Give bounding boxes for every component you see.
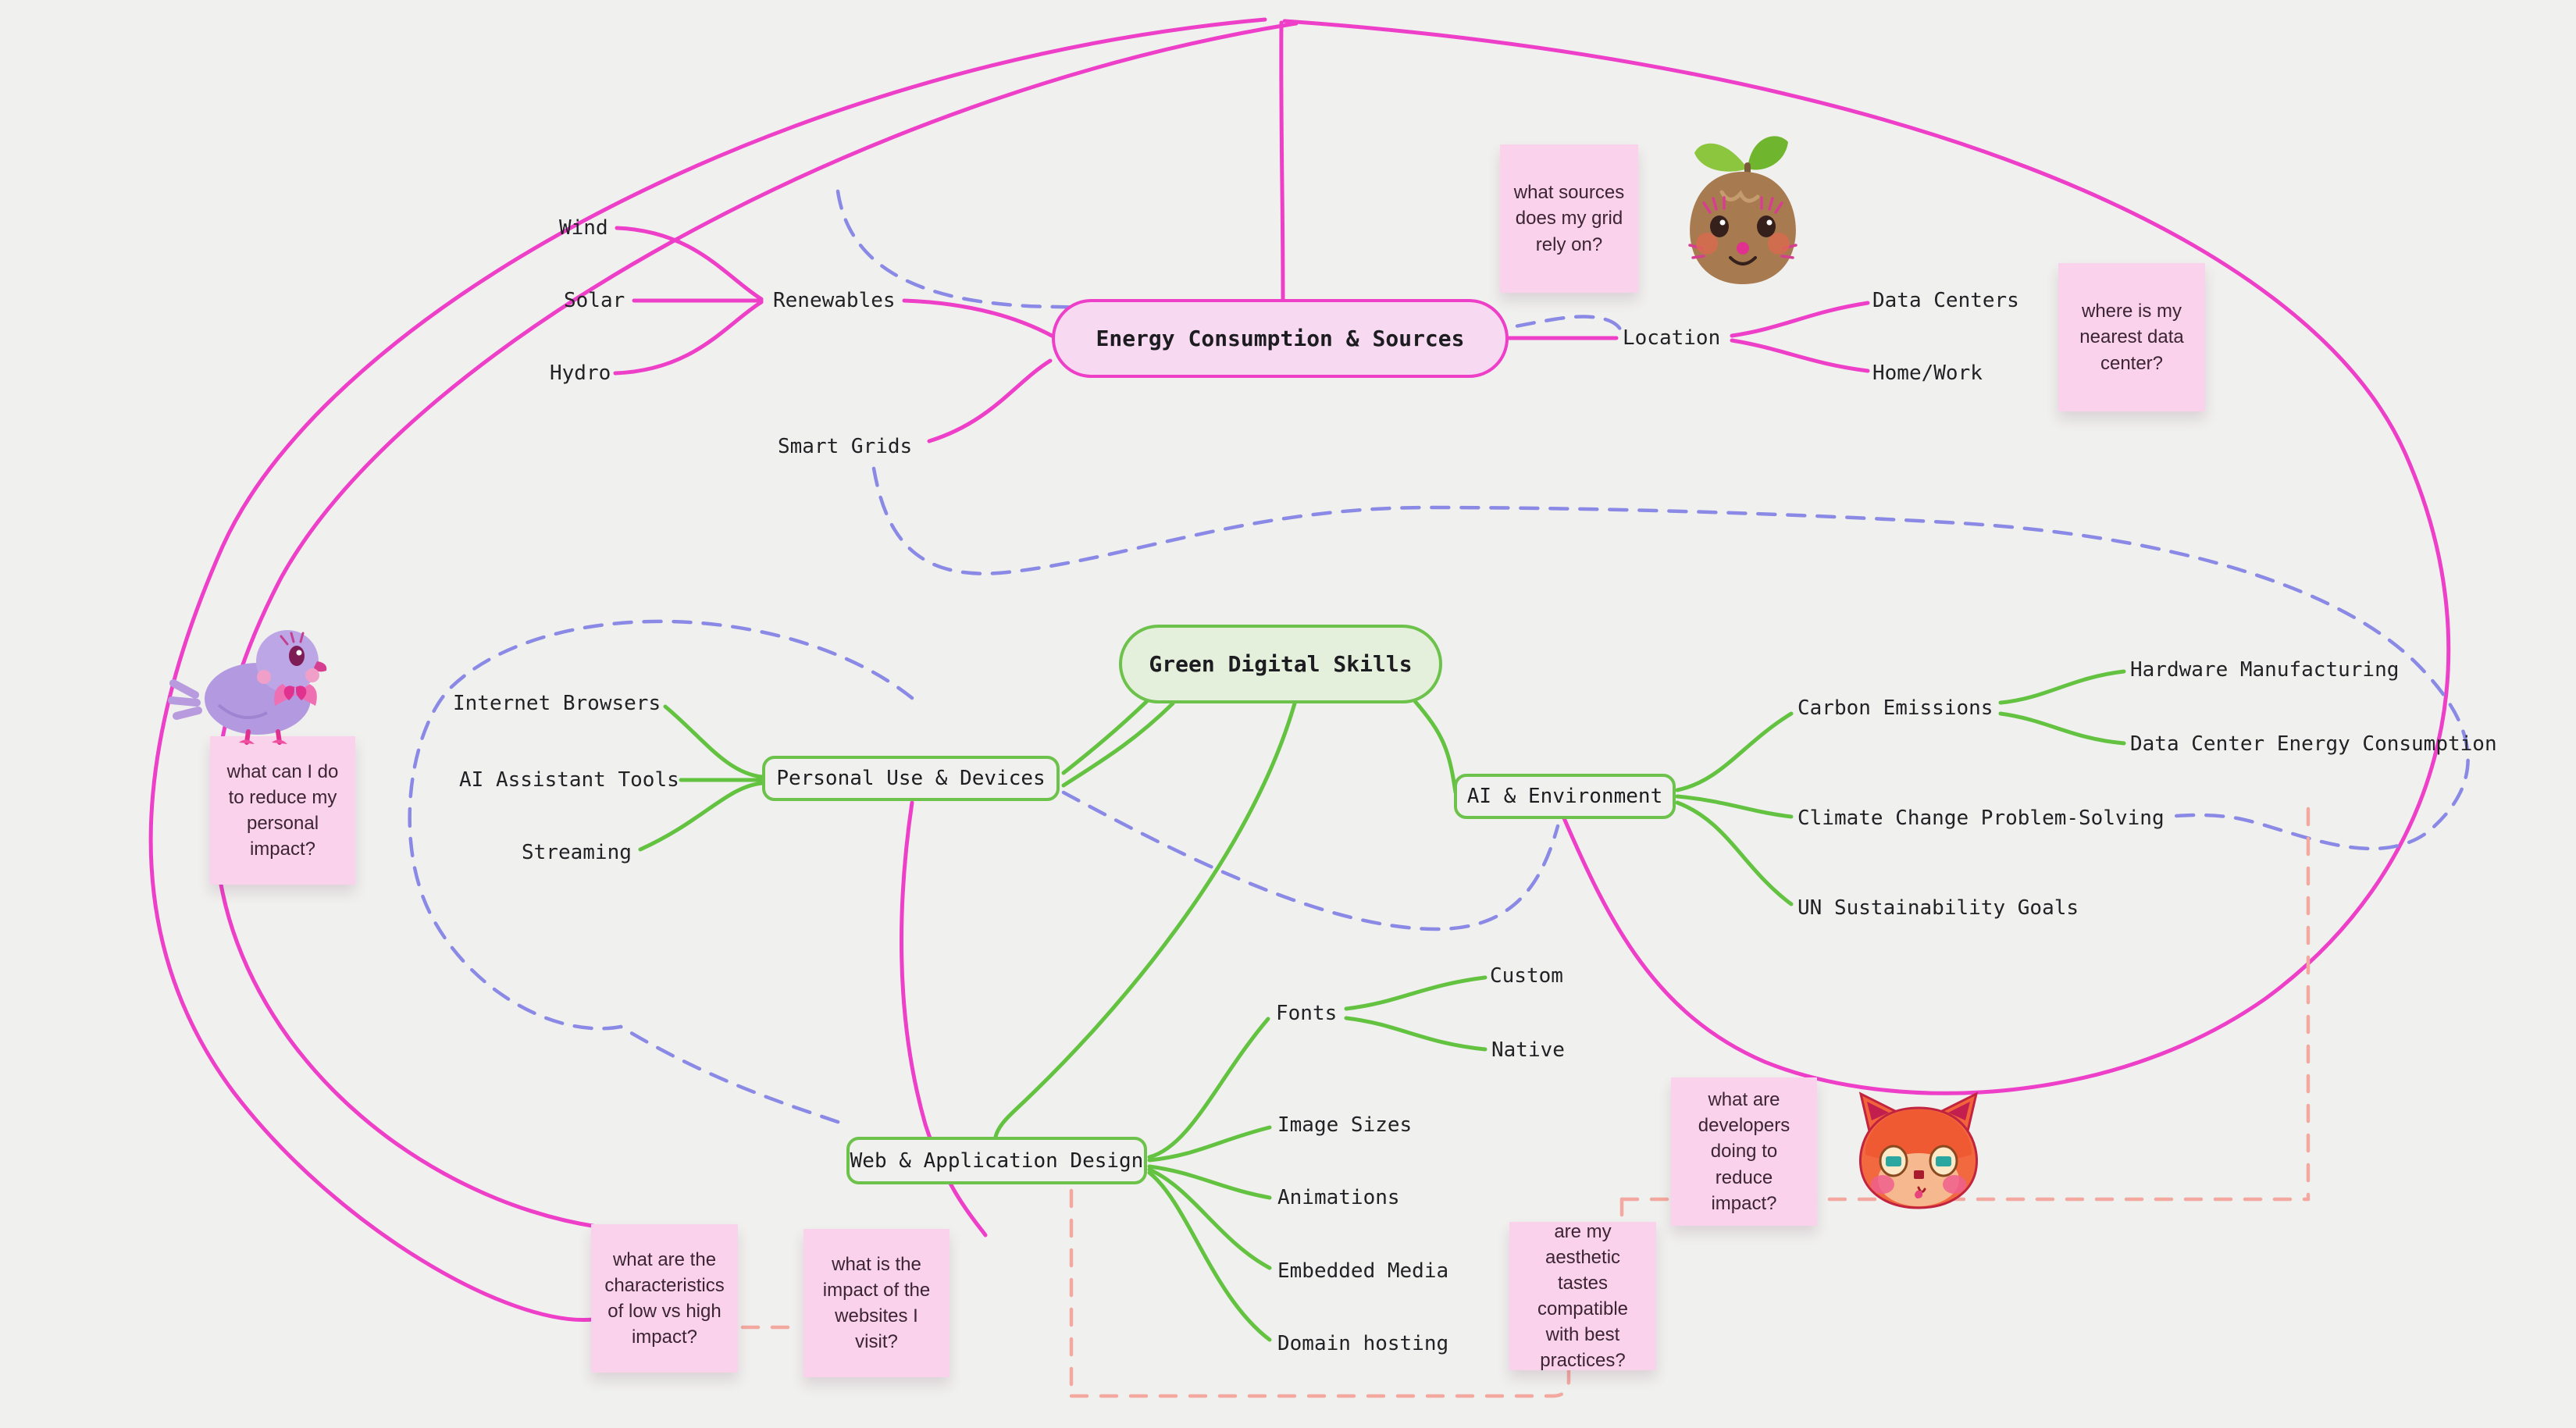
connector-web-imagesizes xyxy=(1147,1125,1272,1163)
connector-web-animations xyxy=(1147,1164,1272,1200)
connector-renewables-energy xyxy=(902,298,1054,338)
sticky-low-vs-high-text: what are the characteristics of low vs h… xyxy=(604,1248,725,1348)
connector-root-personal-b xyxy=(1061,701,1175,788)
label-image-sizes[interactable]: Image Sizes xyxy=(1277,1113,1413,1137)
node-green-digital-skills[interactable]: Green Digital Skills xyxy=(1119,625,1442,703)
connector-personal-streaming xyxy=(638,781,764,852)
label-solar[interactable]: Solar xyxy=(564,289,625,312)
label-streaming[interactable]: Streaming xyxy=(522,841,632,864)
sticky-websites-visit[interactable]: what is the impact of the websites I vis… xyxy=(803,1229,950,1377)
connector-root-aienv xyxy=(1413,699,1458,795)
sticky-aesthetic-tastes-text: are my aesthetic tastes compatible with … xyxy=(1537,1220,1629,1372)
connector-root-webdesign xyxy=(993,701,1297,1139)
node-green-digital-skills-label: Green Digital Skills xyxy=(1149,651,1413,677)
label-un-goals[interactable]: UN Sustainability Goals xyxy=(1797,896,2079,920)
connector-right-grand xyxy=(1282,19,2451,1095)
label-data-centers[interactable]: Data Centers xyxy=(1872,289,2019,312)
dashed-personal-oval-webdesign xyxy=(408,619,914,1125)
label-fonts[interactable]: Fonts xyxy=(1276,1002,1338,1025)
label-embedded-media[interactable]: Embedded Media xyxy=(1277,1259,1449,1283)
label-carbon-emissions[interactable]: Carbon Emissions xyxy=(1797,696,1993,720)
node-energy-consumption[interactable]: Energy Consumption & Sources xyxy=(1052,299,1509,378)
bird-character-icon[interactable] xyxy=(164,621,355,750)
label-home-work[interactable]: Home/Work xyxy=(1872,361,1983,385)
label-ai-assistant-tools[interactable]: AI Assistant Tools xyxy=(459,768,679,792)
connector-personal-sticky xyxy=(900,800,988,1237)
label-hardware-manufacturing[interactable]: Hardware Manufacturing xyxy=(2130,658,2400,682)
label-smart-grids[interactable]: Smart Grids xyxy=(778,435,913,458)
sticky-nearest-data-center-text: where is my nearest data center? xyxy=(2079,301,2184,374)
node-web-application-design[interactable]: Web & Application Design xyxy=(846,1137,1147,1184)
label-hydro[interactable]: Hydro xyxy=(550,361,611,385)
dashed-bottom-horizontal xyxy=(1069,1369,1571,1398)
sticky-developers-reduce-text: what are developers doing to reduce impa… xyxy=(1698,1089,1790,1214)
connector-location-homework xyxy=(1730,338,1870,373)
sticky-grid-sources-text: what sources does my grid rely on? xyxy=(1513,182,1625,255)
connector-carbon-dcenergy xyxy=(1998,711,2126,746)
connector-web-fonts xyxy=(1147,1017,1270,1159)
sticky-nearest-data-center[interactable]: where is my nearest data center? xyxy=(2058,263,2205,411)
connector-carbon-hardware xyxy=(1998,669,2126,705)
node-ai-environment-label: AI & Environment xyxy=(1466,785,1663,808)
connector-stem-energy xyxy=(1279,20,1285,301)
node-personal-use-devices-label: Personal Use & Devices xyxy=(776,767,1046,790)
node-ai-environment[interactable]: AI & Environment xyxy=(1454,774,1676,819)
connector-aienv-ungoals xyxy=(1675,800,1794,906)
label-wind[interactable]: Wind xyxy=(559,216,608,240)
node-web-application-design-label: Web & Application Design xyxy=(850,1148,1144,1173)
connector-personal-browsers xyxy=(663,704,764,779)
connector-aienv-climate xyxy=(1675,794,1794,819)
connector-fonts-custom xyxy=(1344,975,1488,1011)
sticky-personal-impact-text: what can I do to reduce my personal impa… xyxy=(226,760,339,860)
sticky-low-vs-high[interactable]: what are the characteristics of low vs h… xyxy=(591,1224,738,1373)
label-native[interactable]: Native xyxy=(1491,1038,1565,1062)
sticky-developers-reduce[interactable]: what are developers doing to reduce impa… xyxy=(1671,1077,1817,1226)
connector-aienv-carbon xyxy=(1675,711,1794,792)
connector-left-inner xyxy=(212,21,1299,1231)
dashed-personal-aienv xyxy=(1061,790,1560,931)
label-renewables[interactable]: Renewables xyxy=(773,289,896,312)
sticky-websites-visit-text: what is the impact of the websites I vis… xyxy=(822,1253,931,1353)
node-energy-consumption-label: Energy Consumption & Sources xyxy=(1096,326,1465,351)
label-location[interactable]: Location xyxy=(1623,326,1721,350)
connector-wind-renewables xyxy=(615,226,764,301)
sprout-character-icon[interactable] xyxy=(1679,131,1808,287)
node-personal-use-devices[interactable]: Personal Use & Devices xyxy=(762,756,1060,801)
sticky-aesthetic-tastes[interactable]: are my aesthetic tastes compatible with … xyxy=(1509,1221,1656,1371)
connector-hydro-renewables xyxy=(613,300,764,376)
connector-smartgrids-energy xyxy=(927,358,1053,443)
connector-web-domain xyxy=(1147,1170,1272,1342)
connector-left-outer xyxy=(148,17,1267,1323)
sticky-grid-sources[interactable]: what sources does my grid rely on? xyxy=(1500,144,1638,293)
connector-fonts-native xyxy=(1344,1016,1488,1052)
label-internet-browsers[interactable]: Internet Browsers xyxy=(453,692,661,715)
label-domain-hosting[interactable]: Domain hosting xyxy=(1277,1332,1449,1355)
label-custom[interactable]: Custom xyxy=(1490,964,1563,988)
label-dc-energy-consumption[interactable]: Data Center Energy Consumption xyxy=(2130,732,2497,756)
connector-location-datacenters xyxy=(1730,301,1870,338)
label-climate-change[interactable]: Climate Change Problem-Solving xyxy=(1797,807,2164,830)
sticky-personal-impact[interactable]: what can I do to reduce my personal impa… xyxy=(210,736,355,885)
label-animations[interactable]: Animations xyxy=(1277,1186,1400,1209)
connector-web-embedded xyxy=(1147,1167,1272,1270)
dashed-smartgrids-right-loop-climate xyxy=(871,466,2470,851)
fox-character-icon[interactable] xyxy=(1848,1089,1989,1214)
connector-root-personal-a xyxy=(1061,698,1150,775)
